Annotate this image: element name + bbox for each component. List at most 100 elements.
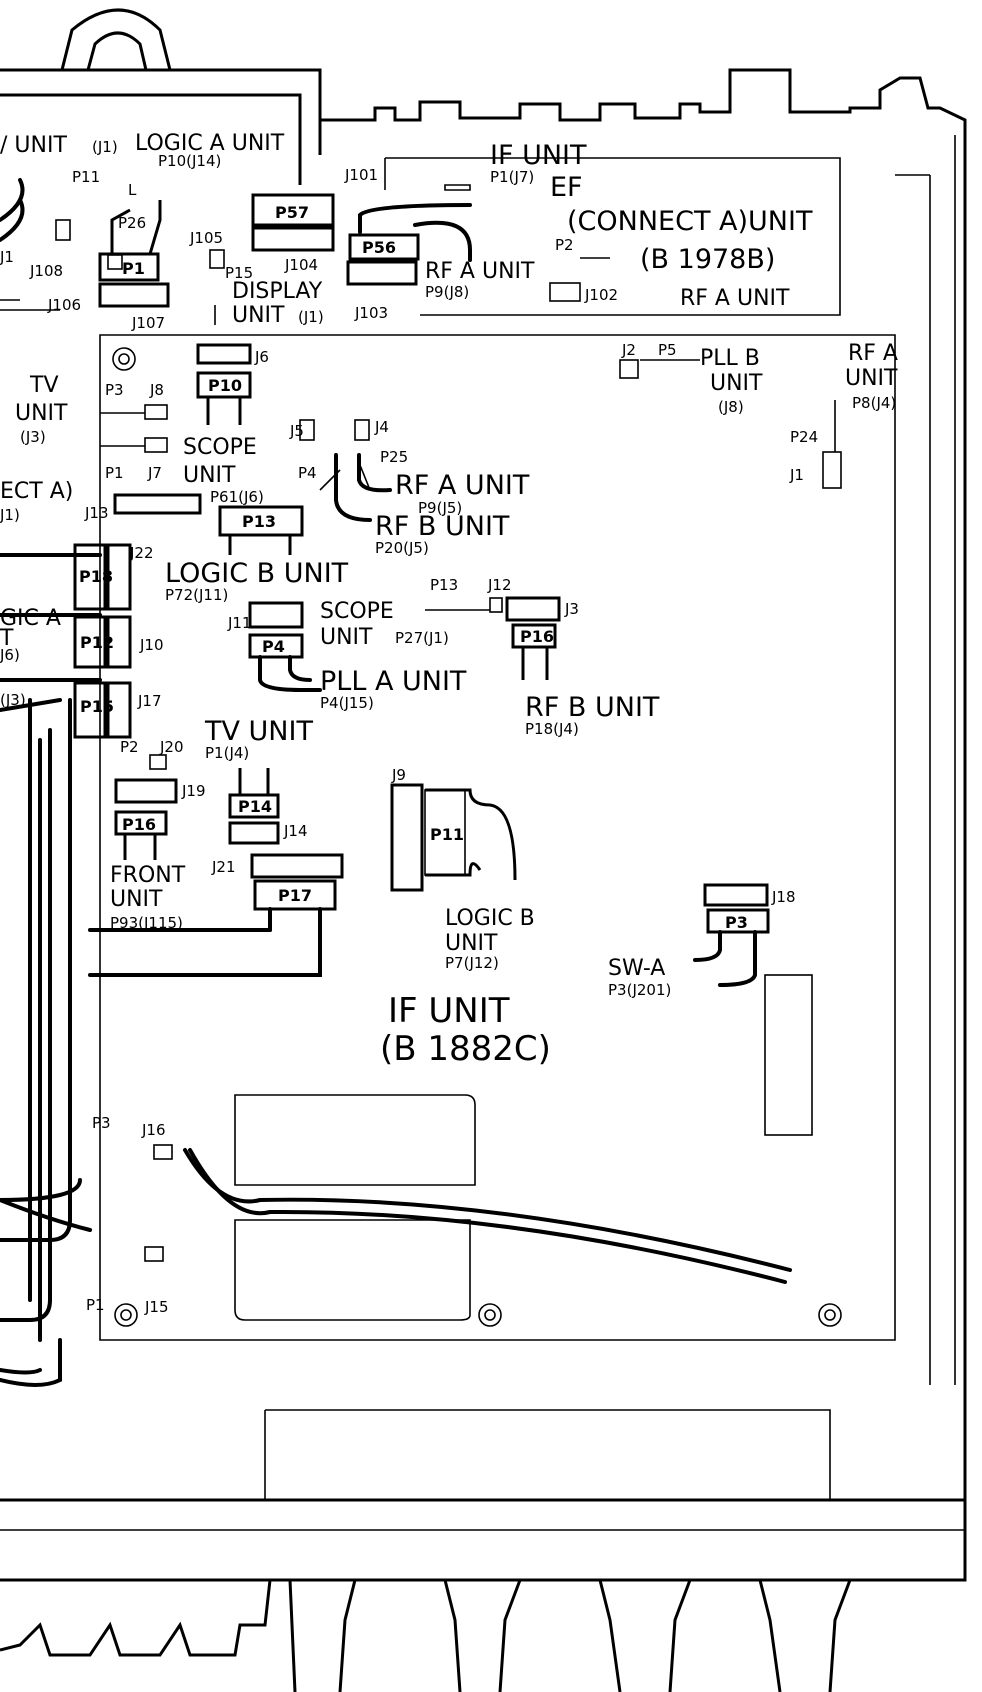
svg-text:J17: J17 <box>137 692 162 710</box>
svg-text:P10: P10 <box>208 376 242 395</box>
svg-text:P1(J4): P1(J4) <box>205 744 249 762</box>
svg-text:J105: J105 <box>189 229 223 247</box>
svg-text:J21: J21 <box>211 858 236 876</box>
chassis-outline <box>0 8 967 1692</box>
svg-text:P9(J8): P9(J8) <box>425 283 469 301</box>
svg-text:P15: P15 <box>225 264 253 282</box>
screw-icon <box>114 1303 138 1327</box>
svg-text:P72(J11): P72(J11) <box>165 586 228 604</box>
svg-text:J9: J9 <box>391 766 406 784</box>
svg-text:(J1): (J1) <box>298 308 324 326</box>
logic-a-unit-label: LOGIC A UNIT <box>135 131 285 156</box>
svg-text:J15: J15 <box>144 1298 169 1316</box>
svg-text:J8: J8 <box>149 381 164 399</box>
svg-text:J5: J5 <box>289 422 304 440</box>
svg-text:P17: P17 <box>278 886 312 905</box>
svg-text:P25: P25 <box>380 448 408 466</box>
tv-unit-label: TV UNIT <box>204 716 313 747</box>
pll-a-unit-label: PLL A UNIT <box>320 666 467 697</box>
svg-text:P1: P1 <box>86 1296 105 1314</box>
svg-text:P13: P13 <box>242 512 276 531</box>
screw-icon <box>818 1303 842 1327</box>
svg-text:J14: J14 <box>283 822 308 840</box>
svg-text:P1: P1 <box>105 464 124 482</box>
svg-text:P8(J4): P8(J4) <box>852 394 896 412</box>
svg-text:P13: P13 <box>430 576 458 594</box>
rf-a-unit-mid-label: RF A UNIT <box>395 470 530 501</box>
svg-text:P7(J12): P7(J12) <box>445 954 499 972</box>
svg-text:ECT A): ECT A) <box>0 479 73 504</box>
rf-b-unit-low-label: RF B UNIT <box>525 692 660 723</box>
svg-text:UNIT: UNIT <box>183 463 236 488</box>
connector-p14 <box>228 793 280 819</box>
svg-text:P5: P5 <box>658 341 677 359</box>
svg-text:P26: P26 <box>118 214 146 232</box>
svg-text:P4: P4 <box>298 464 317 482</box>
svg-text:J13: J13 <box>84 504 109 522</box>
svg-text:J107: J107 <box>131 314 165 332</box>
svg-text:P2: P2 <box>120 738 139 756</box>
svg-text:P9(J5): P9(J5) <box>418 499 462 517</box>
svg-text:UNIT: UNIT <box>15 401 68 426</box>
svg-text:J3: J3 <box>564 600 579 618</box>
svg-text:UNIT: UNIT <box>710 371 763 396</box>
svg-text:J1: J1 <box>0 248 14 266</box>
svg-text:(J1): (J1) <box>92 138 118 156</box>
svg-text:P24: P24 <box>790 428 818 446</box>
svg-text:J12: J12 <box>487 576 512 594</box>
connector-blocks <box>55 184 842 1321</box>
svg-text:L: L <box>128 181 137 199</box>
logic-b-unit-mid-label: LOGIC B UNIT <box>165 558 349 589</box>
svg-text:P16: P16 <box>520 627 554 646</box>
b1882c-label: (B 1882C) <box>380 1029 551 1069</box>
svg-text:J18: J18 <box>771 888 796 906</box>
display-label: DISPLAY <box>232 279 323 304</box>
svg-text:J7: J7 <box>147 464 162 482</box>
connector-p16-left <box>114 810 168 836</box>
svg-text:J10: J10 <box>139 636 164 654</box>
svg-text:J16: J16 <box>141 1121 166 1139</box>
svg-text:P27(J1): P27(J1) <box>395 629 449 647</box>
svg-text:J102: J102 <box>584 286 618 304</box>
screw-icons <box>112 347 842 1327</box>
svg-text:P93(J115): P93(J115) <box>110 914 183 932</box>
svg-text:P3: P3 <box>92 1114 111 1132</box>
svg-text:J6): J6) <box>0 646 20 664</box>
rf-b-unit-mid-label: RF B UNIT <box>375 511 510 542</box>
svg-text:J19: J19 <box>181 782 206 800</box>
svg-text:P1: P1 <box>122 259 145 278</box>
svg-text:UNIT: UNIT <box>445 931 498 956</box>
scope-mid-label: SCOPE <box>320 599 394 624</box>
svg-text:P1(J7): P1(J7) <box>490 168 534 186</box>
svg-text:P15: P15 <box>80 697 114 716</box>
rf-a-unit-p9-label: RF A UNIT <box>425 259 535 284</box>
rf-a-right-label: RF A <box>848 341 898 366</box>
svg-text:P3(J201): P3(J201) <box>608 981 671 999</box>
svg-text:J11: J11 <box>227 614 252 632</box>
svg-text:UNIT: UNIT <box>232 303 285 328</box>
svg-text:(J3): (J3) <box>20 428 46 446</box>
connect-a-unit-label: (CONNECT A)UNIT <box>567 206 813 237</box>
connector-p1-top <box>98 252 160 282</box>
sw-a-label: SW-A <box>608 956 665 981</box>
b1978b-label: (B 1978B) <box>640 244 775 275</box>
svg-text:P4(J15): P4(J15) <box>320 694 374 712</box>
svg-text:P18: P18 <box>79 567 113 586</box>
svg-text:P12: P12 <box>80 633 114 652</box>
svg-text:GIC A: GIC A <box>0 606 61 631</box>
svg-text:P14: P14 <box>238 797 272 816</box>
svg-text:J4: J4 <box>374 418 389 436</box>
svg-text:J1): J1) <box>0 506 20 524</box>
svg-text:P11: P11 <box>430 825 464 844</box>
svg-text:J6: J6 <box>254 348 269 366</box>
svg-text:P3: P3 <box>105 381 124 399</box>
connector-p57 <box>251 193 335 227</box>
connector-p10 <box>196 371 252 399</box>
connector-p56 <box>348 233 420 261</box>
connector-p17 <box>253 879 337 911</box>
svg-text:UNIT: UNIT <box>845 366 898 391</box>
svg-text:UNIT: UNIT <box>320 625 373 650</box>
connector-p16-mid <box>511 623 557 649</box>
svg-text:J20: J20 <box>159 738 184 756</box>
